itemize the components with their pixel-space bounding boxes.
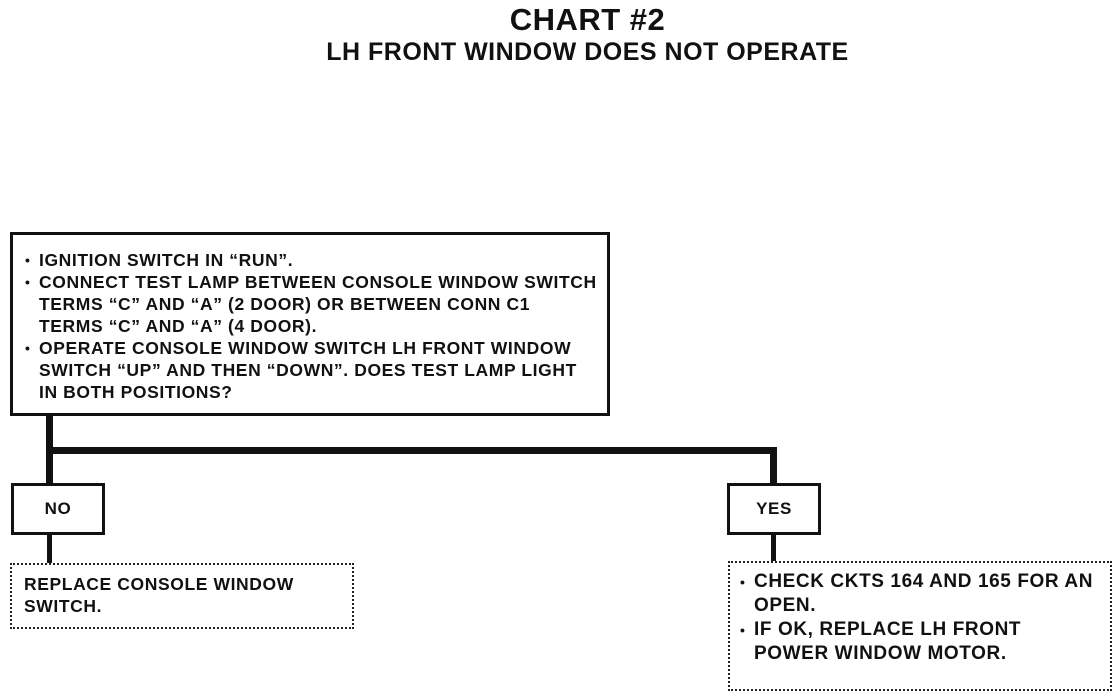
- connector-yes-down: [770, 447, 777, 485]
- yes-step-1: • CHECK CKTS 164 AND 165 FOR AN OPEN.: [740, 570, 1100, 618]
- bullet-icon: •: [740, 622, 746, 638]
- bullet-icon: •: [25, 340, 31, 356]
- no-result-text: REPLACE CONSOLE WINDOW SWITCH.: [24, 574, 294, 616]
- yes-step-2-text: IF OK, REPLACE LH FRONT POWER WINDOW MOT…: [754, 619, 1022, 664]
- start-step-3-text: OPERATE CONSOLE WINDOW SWITCH LH FRONT W…: [39, 338, 577, 402]
- yes-result-box: • CHECK CKTS 164 AND 165 FOR AN OPEN. • …: [728, 561, 1112, 691]
- start-step-1-text: IGNITION SWITCH IN “RUN”.: [39, 250, 294, 270]
- connector-horizontal: [46, 447, 777, 454]
- bullet-icon: •: [25, 274, 31, 290]
- no-label: NO: [44, 499, 72, 518]
- chart-subtitle: LH FRONT WINDOW DOES NOT OPERATE: [326, 38, 849, 66]
- start-step-2-text: CONNECT TEST LAMP BETWEEN CONSOLE WINDOW…: [39, 272, 597, 336]
- start-step-2: • CONNECT TEST LAMP BETWEEN CONSOLE WIND…: [25, 271, 599, 337]
- start-instruction-box: • IGNITION SWITCH IN “RUN”. • CONNECT TE…: [10, 232, 610, 416]
- yes-step-2: • IF OK, REPLACE LH FRONT POWER WINDOW M…: [740, 618, 1100, 666]
- no-decision-box: NO: [11, 483, 105, 535]
- bullet-icon: •: [740, 574, 746, 590]
- connector-yes-result: [771, 533, 776, 563]
- yes-step-1-text: CHECK CKTS 164 AND 165 FOR AN OPEN.: [754, 571, 1094, 616]
- yes-decision-box: YES: [727, 483, 821, 535]
- chart-title: CHART #2: [509, 2, 666, 37]
- start-step-1: • IGNITION SWITCH IN “RUN”.: [25, 249, 599, 271]
- bullet-icon: •: [25, 252, 31, 268]
- yes-label: YES: [756, 499, 792, 518]
- start-step-3: • OPERATE CONSOLE WINDOW SWITCH LH FRONT…: [25, 337, 599, 403]
- connector-no-result: [47, 533, 52, 565]
- no-result-box: REPLACE CONSOLE WINDOW SWITCH.: [10, 563, 354, 629]
